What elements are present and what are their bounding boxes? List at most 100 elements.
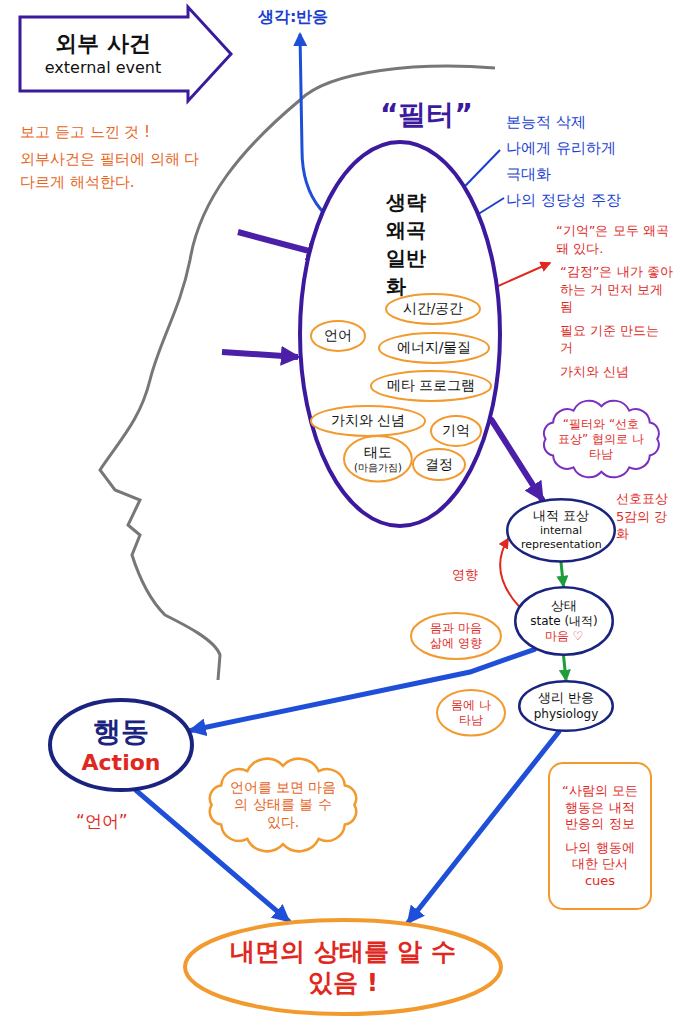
node-outline <box>183 918 503 1016</box>
text-wrap: “사람의 모든 행동은 내적 반응의 정보나의 행동에 대한 단서 cues <box>548 762 652 910</box>
note-text: 보고 듣고 느낀 것 ! <box>20 122 220 142</box>
node-text: 결정 <box>425 456 453 474</box>
node-text: 태도 <box>364 444 392 462</box>
node-text: (마음가짐) <box>354 462 402 475</box>
node-shape <box>371 371 491 401</box>
node-text: 나의 행동에 대한 단서 cues <box>557 840 643 889</box>
text-wrap: 가치와 신념 <box>310 405 426 437</box>
node-shape <box>507 499 615 561</box>
text-wrap: 내적 표상internal representation <box>506 498 616 563</box>
node-shape <box>300 142 500 526</box>
node-text: internal representation <box>521 524 601 552</box>
filter-effect: 본능적 삭제 <box>506 112 586 132</box>
node-shape <box>437 690 505 736</box>
node-outline <box>518 680 614 732</box>
node-text: physiology <box>534 707 599 722</box>
filter-item: 시간/공간 <box>385 293 481 325</box>
filter-item: 가치와 신념 <box>310 405 426 437</box>
filter-oval: 생략 왜곡 일반화시간/공간언어에너지/물질메타 프로그램가치와 신념기억태도(… <box>298 140 502 528</box>
note-text: 선호표상 5감의 강화 <box>616 490 678 543</box>
language-label: “언어” <box>76 810 128 833</box>
connector <box>561 562 563 586</box>
note-text: “감정”은 내가 좋아 하는 거 먼저 보게됨 <box>560 263 676 316</box>
text-wrap: 몸과 마음 삶에 영향 <box>410 612 502 660</box>
node-text: 생리 반응 <box>538 690 594 706</box>
filter-item: 에너지/물질 <box>378 332 490 364</box>
node-text: external event <box>45 58 162 78</box>
edge-label: 영향 <box>450 566 480 584</box>
text-wrap: 결정 <box>412 448 466 481</box>
process-oval: 상태state (내적)마음 ♡ <box>514 586 614 656</box>
node-text: 시간/공간 <box>403 300 464 318</box>
node-shape <box>515 587 613 655</box>
note-oval: 몸과 마음 삶에 영향 <box>410 612 502 660</box>
thought-label: 생각:반응 <box>258 6 328 28</box>
node-shape <box>185 920 501 1014</box>
node-text: 가치와 신념 <box>331 412 405 430</box>
node-text: 내적 표상 <box>533 508 589 524</box>
node-text: 기억 <box>442 422 470 440</box>
text-wrap: 외부 사건external event <box>18 5 188 103</box>
node-shape <box>431 416 481 446</box>
node-text: 언어를 보면 마음의 상태를 볼 수 있다. <box>227 779 339 832</box>
filter-item: 언어 <box>310 320 366 352</box>
filter-item: 기억 <box>430 415 482 447</box>
text-wrap: 언어 <box>310 320 366 352</box>
result-oval: 내면의 상태를 알 수 있음 ! <box>183 918 503 1016</box>
text-wrap: 언어를 보면 마음의 상태를 볼 수 있다. <box>198 756 368 854</box>
text-wrap: 상태state (내적)마음 ♡ <box>514 586 614 656</box>
node-text: 외부 사건 <box>55 30 151 58</box>
node-text: 상태 <box>551 598 577 614</box>
connector <box>408 732 559 923</box>
process-oval: 생리 반응physiology <box>518 680 614 732</box>
connector <box>190 649 534 730</box>
node-text: “사람의 모든 행동은 내적 반응의 정보 <box>557 783 643 832</box>
node-shape <box>311 321 365 351</box>
note-text: 가치와 신념 <box>560 363 676 381</box>
filter-title: “필터” <box>380 96 473 134</box>
node-text: Action <box>82 749 161 777</box>
note-cloud: 언어를 보면 마음의 상태를 볼 수 있다. <box>198 756 368 854</box>
node-text: “필터와 “선호 표상” 협의로 나타남 <box>558 417 644 462</box>
filter-item: 메타 프로그램 <box>370 370 492 402</box>
node-shape <box>379 333 489 363</box>
node-text: 몸에 나타남 <box>448 698 494 728</box>
text-wrap: 기억 <box>430 415 482 447</box>
filter-item: 결정 <box>412 448 466 481</box>
node-text: 마음 ♡ <box>545 629 584 644</box>
connector <box>564 656 566 680</box>
node-shape <box>411 613 501 659</box>
event-arrow: 외부 사건external event <box>18 5 233 103</box>
note-oval: 몸에 나타남 <box>436 689 506 737</box>
filter-effect: 나에게 유리하게 <box>506 138 616 158</box>
node-shape <box>50 700 192 790</box>
action-circle: 행동Action <box>48 698 194 792</box>
note-text: 외부사건은 필터에 의해 다 다르게 해석한다. <box>20 148 210 193</box>
node-shape <box>311 406 425 436</box>
filter-effect: 나의 정당성 주장 <box>506 190 621 210</box>
filter-effect: 극대화 <box>506 164 551 184</box>
text-wrap: “필터와 “선호 표상” 협의로 나타남 <box>535 398 668 480</box>
text-wrap: 몸에 나타남 <box>436 689 506 737</box>
text-wrap: 생리 반응physiology <box>518 680 614 732</box>
node-text: 메타 프로그램 <box>387 377 475 395</box>
node-text: state (내적) <box>530 614 598 629</box>
node-shape <box>544 401 659 478</box>
text-wrap: 태도(마음가짐) <box>343 435 413 483</box>
node-shape <box>386 294 480 324</box>
connector <box>500 539 519 606</box>
note-cloud: “필터와 “선호 표상” 협의로 나타남 <box>535 398 668 480</box>
node-text: 생략 왜곡 일반화 <box>386 188 438 300</box>
node-shape <box>210 759 356 852</box>
node-text: 에너지/물질 <box>397 339 472 357</box>
node-text: 몸과 마음 삶에 영향 <box>425 621 487 651</box>
text-wrap: 내면의 상태를 알 수 있음 ! <box>183 918 503 1016</box>
note-text: “기억”은 모두 왜곡돼 있다. <box>556 222 674 257</box>
input-arrow <box>222 352 298 357</box>
filter-item: 태도(마음가짐) <box>343 435 413 483</box>
text-wrap: 행동Action <box>48 698 194 792</box>
node-text: 내면의 상태를 알 수 있음 ! <box>223 936 463 999</box>
node-shape <box>549 763 651 909</box>
node-shape <box>519 681 613 731</box>
note-text: 필요 기준 만드는 거 <box>560 322 676 357</box>
